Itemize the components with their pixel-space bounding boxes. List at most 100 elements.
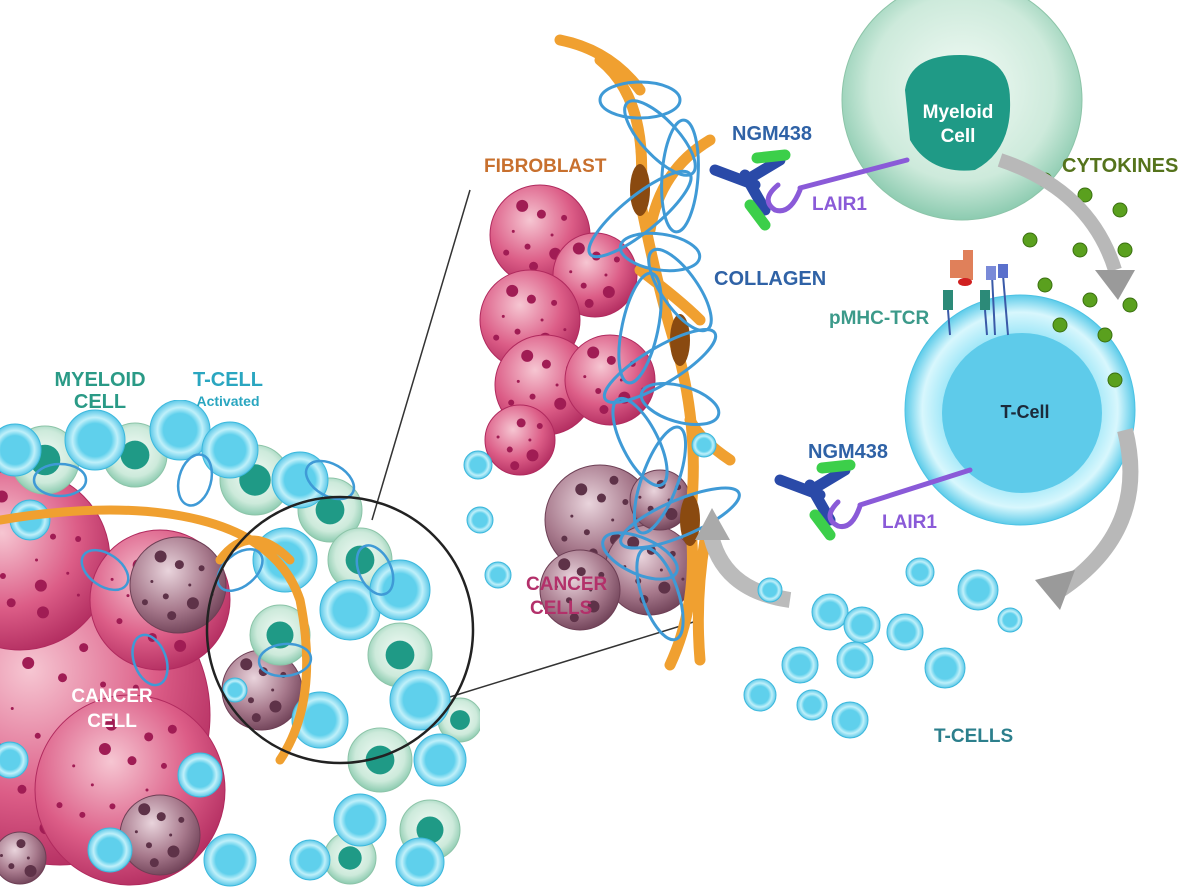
cancer-cell-dark [119,794,201,876]
myeloid-nucleus [345,545,375,575]
t-cell [222,677,248,703]
collagen-fiber [257,642,313,678]
cancer-granule [658,581,671,594]
t-cell [743,678,777,712]
collagen-fiber [601,531,679,581]
t-cell [389,669,451,731]
lair1-receptor [827,467,973,530]
cytokine [1077,187,1093,203]
lair1-label-bottom: LAIR1 [882,512,937,533]
cancer-granule [8,863,15,870]
mechanism-panel [709,0,1139,739]
cancer-granule [162,593,169,600]
cancer-granule [35,558,39,562]
cancer-granule [10,707,14,711]
cancer-granule [599,405,609,415]
cancer-granule [526,294,536,304]
myeloid-cell-label-1: MYELOID [54,369,145,391]
cancer-granule [493,334,500,341]
t-cell-activated-label-2: Activated [196,393,259,409]
t-cell [781,646,819,684]
cancer-granule [569,270,573,274]
cancer-granule [503,249,510,256]
collagen-fiber [611,396,669,488]
t-cell [924,647,966,689]
t-cell [203,833,257,887]
cancer-granule [132,684,139,691]
t-cell [413,733,467,787]
cancer-granule [188,583,192,587]
pmhc [950,260,964,278]
cytokine [1037,277,1053,293]
cytokine [1122,297,1138,313]
zoom-connector-top [371,189,471,521]
cytokine [1112,202,1128,218]
cancer-granule [516,379,520,383]
t-cell [905,557,935,587]
t-cell [757,577,783,603]
t-cell [691,432,717,458]
myeloid-nucleus [315,495,345,525]
cancer-granule [174,639,187,652]
cancer-granule [558,558,571,571]
cancer-granule [541,359,551,369]
cancer-granule [271,688,275,692]
cancer-granule [681,577,685,581]
cancer-granule [638,495,642,499]
t-cell [369,559,431,621]
cancer-granule [496,435,500,439]
cancer-granule [609,475,619,485]
cancer-granule [126,594,130,598]
cancer-granule [186,597,199,610]
collagen-fiber [32,462,88,498]
cancer-granule [17,784,27,794]
collagen-fiber [355,544,395,596]
cancer-granule [141,599,148,606]
collagen-fiber [131,633,169,687]
cancer-granule [240,658,253,671]
tumor-cell-cluster [0,400,480,887]
cancer-granule [501,314,505,318]
zoomed-tumor-detail [463,34,792,671]
t-cell [271,451,329,509]
ngm438-antibody [709,154,786,216]
cancer-granule [36,606,49,619]
cancer-granule [516,199,529,212]
cytokines-label: CYTOKINES [1062,155,1178,177]
cancer-granule [514,328,521,335]
cancer-granule [167,724,177,734]
collagen-fiber [598,80,682,120]
cancer-granule [6,598,16,608]
t-cell [831,701,869,739]
cancer-granule [79,811,86,818]
tcr [943,290,990,310]
t-cell [997,607,1023,633]
cancer-granule [16,839,26,849]
cancer-granule [508,399,515,406]
cancer-cell-dark [539,549,621,631]
t-cell [177,752,223,798]
cancer-granule [0,572,6,579]
cancer-granule [50,533,57,540]
cancer-granule [570,514,574,518]
myeloid-nucleus [450,710,470,730]
t-cell [0,423,42,477]
collagen-fiber [618,231,702,273]
t-cells-label: T-CELLS [934,726,1013,747]
cancer-granule [22,656,35,669]
t-cell [484,561,512,589]
cytokine-arrow-head [1095,270,1135,300]
fibroblast [0,505,312,765]
cancer-granule [76,593,80,597]
t-cell [395,837,445,887]
cytokine [1117,242,1133,258]
t-cell [796,689,828,721]
collagen-fiber [639,381,721,427]
cancer-cell-label-1: CANCER [71,686,153,707]
cancer-granule [584,298,594,308]
cancer-granule [528,438,532,442]
cancer-granule [526,449,539,462]
t-cell-expansion-arrow-head [1035,570,1075,610]
cancer-granule [587,600,600,613]
t-cell [149,400,211,461]
